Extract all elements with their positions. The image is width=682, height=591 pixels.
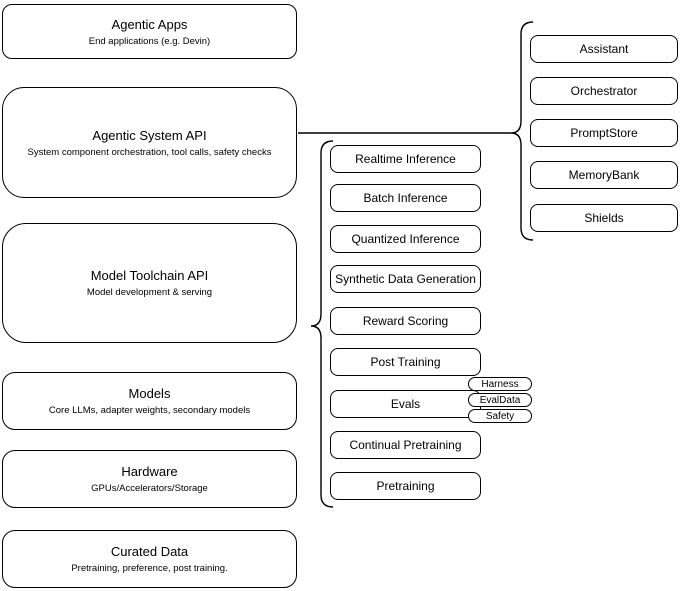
toolchain-item-synthetic-data-generation: Synthetic Data Generation xyxy=(330,265,481,293)
node-title: Agentic Apps xyxy=(111,16,188,32)
node-subtitle: Core LLMs, adapter weights, secondary mo… xyxy=(48,405,251,416)
system-item-memorybank: MemoryBank xyxy=(530,161,678,189)
toolchain-item-evals: Evals xyxy=(330,390,481,418)
system-item-promptstore: PromptStore xyxy=(530,119,678,147)
node-hardware: Hardware GPUs/Accelerators/Storage xyxy=(2,450,297,508)
system-item-shields: Shields xyxy=(530,204,678,232)
node-title: Curated Data xyxy=(110,544,189,559)
eval-tag-safety: Safety xyxy=(468,409,532,423)
eval-tag-evaldata: EvalData xyxy=(468,393,532,407)
node-subtitle: Pretraining, preference, post training. xyxy=(71,563,228,574)
node-curated-data: Curated Data Pretraining, preference, po… xyxy=(2,530,297,588)
node-title: Model Toolchain API xyxy=(90,268,209,283)
system-item-orchestrator: Orchestrator xyxy=(530,77,678,105)
node-title: Models xyxy=(128,386,171,401)
toolchain-item-pretraining: Pretraining xyxy=(330,472,481,500)
node-title: Hardware xyxy=(121,464,178,479)
node-models: Models Core LLMs, adapter weights, secon… xyxy=(2,372,297,430)
node-subtitle: End applications (e.g. Devin) xyxy=(88,35,211,47)
toolchain-item-quantized-inference: Quantized Inference xyxy=(330,225,481,253)
node-title: Agentic System API xyxy=(92,127,207,143)
toolchain-item-reward-scoring: Reward Scoring xyxy=(330,307,481,335)
node-subtitle: Model development & serving xyxy=(86,287,213,298)
toolchain-item-post-training: Post Training xyxy=(330,348,481,376)
node-agentic-apps: Agentic Apps End applications (e.g. Devi… xyxy=(2,4,297,59)
node-agentic-system-api: Agentic System API System component orch… xyxy=(2,87,297,198)
toolchain-item-continual-pretraining: Continual Pretraining xyxy=(330,431,481,459)
node-subtitle: System component orchestration, tool cal… xyxy=(27,146,272,158)
toolchain-item-realtime-inference: Realtime Inference xyxy=(330,145,481,173)
eval-tag-harness: Harness xyxy=(468,377,532,391)
toolchain-item-batch-inference: Batch Inference xyxy=(330,184,481,212)
node-model-toolchain-api: Model Toolchain API Model development & … xyxy=(2,223,297,343)
node-subtitle: GPUs/Accelerators/Storage xyxy=(91,483,208,494)
system-item-assistant: Assistant xyxy=(530,35,678,63)
